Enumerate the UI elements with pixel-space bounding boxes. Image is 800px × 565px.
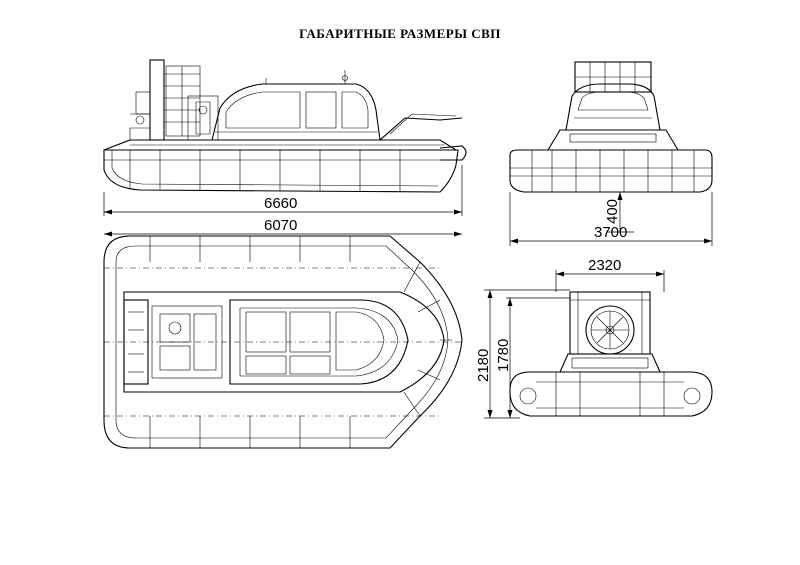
- front-view: [509, 61, 713, 193]
- label-ground-clearance: 400: [604, 199, 621, 224]
- dimension-hull-width: 2320: [555, 257, 665, 292]
- dimension-overall-length: 6660: [103, 165, 463, 216]
- dimension-overall-height: 2180: [475, 289, 570, 419]
- dimension-hull-height: 1780: [495, 297, 570, 418]
- side-view: [103, 59, 467, 193]
- rear-view: [509, 291, 713, 417]
- label-overall-width: 3700: [594, 224, 627, 241]
- label-overall-height: 2180: [475, 349, 492, 382]
- dimension-overall-width: 3700: [509, 192, 713, 246]
- plan-view: [103, 235, 463, 449]
- label-hull-length: 6070: [264, 217, 297, 234]
- dimension-ground-clearance: 400: [604, 192, 634, 233]
- dimension-hull-length: 6070: [104, 217, 462, 237]
- label-hull-width: 2320: [588, 257, 621, 274]
- label-hull-height: 1780: [495, 339, 512, 372]
- page-title: ГАБАРИТНЫЕ РАЗМЕРЫ СВП: [299, 26, 501, 41]
- label-overall-length: 6660: [264, 195, 297, 212]
